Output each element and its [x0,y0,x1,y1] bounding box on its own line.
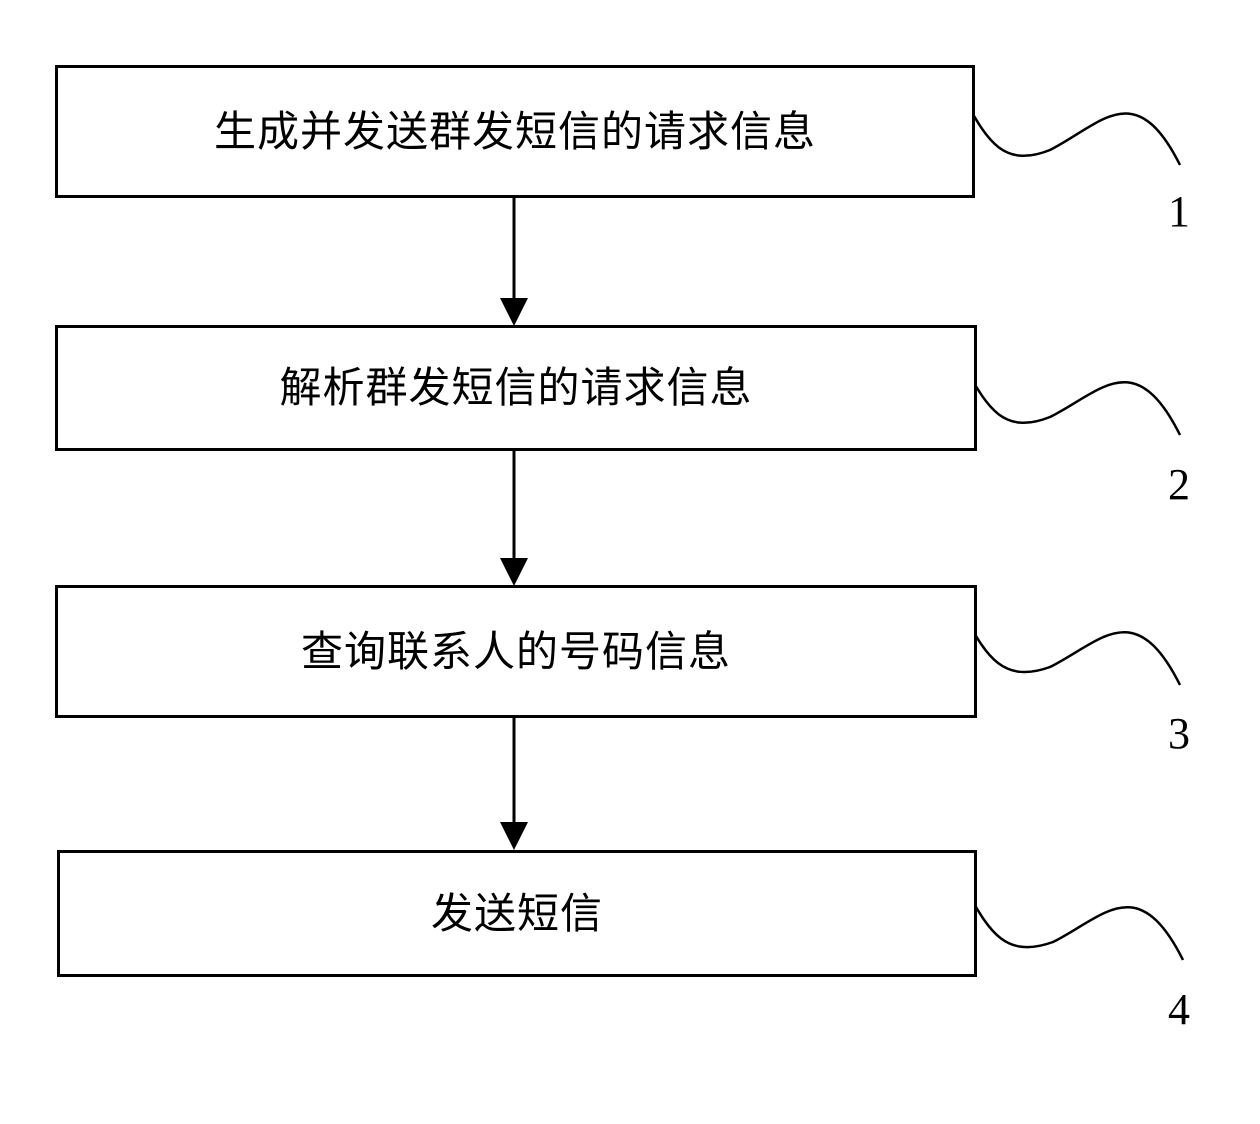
reference-numeral-1: 1 [1168,187,1190,236]
arrow-3-to-4 [500,718,528,850]
reference-numeral-3: 3 [1168,709,1190,758]
arrow-1-to-2 [500,198,528,326]
step-label-2: 解析群发短信的请求信息 [279,363,753,412]
leader-line-3 [960,611,1182,686]
step-box-1: 生成并发送群发短信的请求信息 [55,65,975,198]
leader-line-2 [960,361,1182,436]
arrow-2-to-3 [500,451,528,586]
leader-line-4 [963,887,1185,961]
step-label-3: 查询联系人的号码信息 [300,626,731,676]
reference-numeral-4: 4 [1168,985,1190,1034]
step-box-3: 查询联系人的号码信息 [55,585,977,718]
step-box-4: 发送短信 [57,850,977,977]
step-label-4: 发送短信 [430,888,603,938]
reference-numeral-2: 2 [1168,460,1190,509]
step-label-1: 生成并发送群发短信的请求信息 [213,106,816,156]
step-box-2: 解析群发短信的请求信息 [55,325,977,451]
leader-line-1 [960,94,1182,166]
